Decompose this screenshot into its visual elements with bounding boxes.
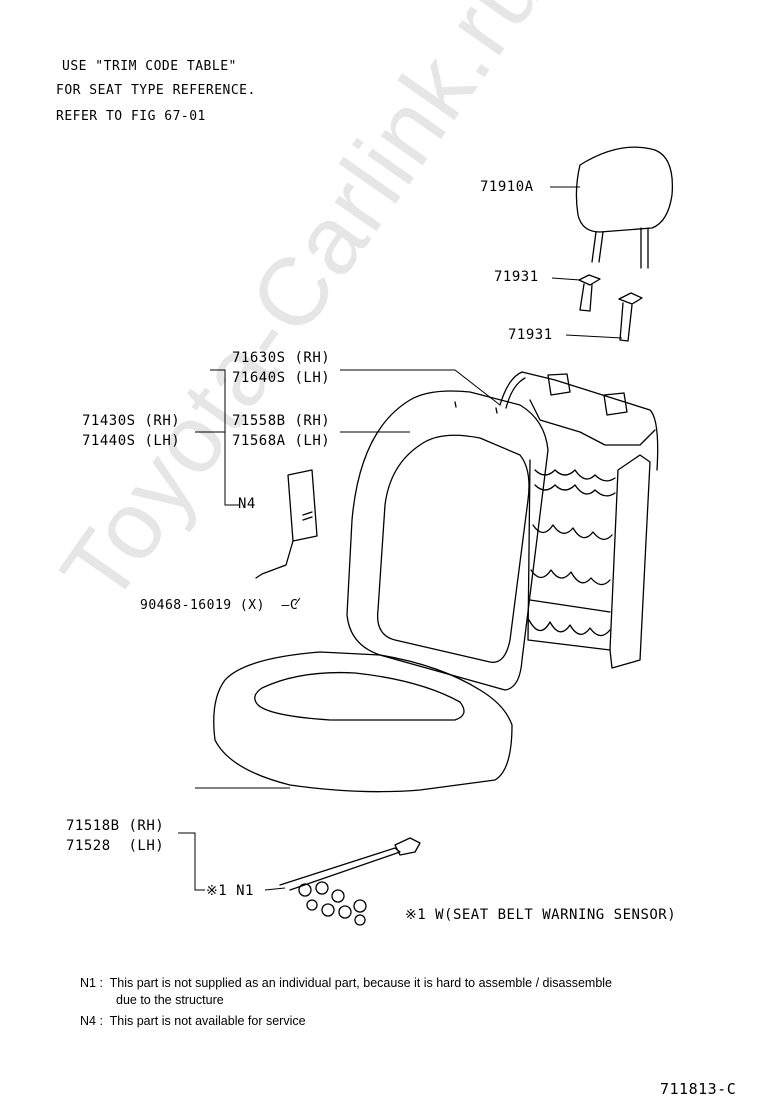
part-label-back-pad-lh: 71568A (LH)	[232, 433, 331, 449]
part-label-airbag: N4	[238, 496, 256, 512]
part-label-headrest: 71910A	[480, 179, 534, 195]
seat-cushion-drawing	[213, 651, 513, 793]
part-label-back-pad-rh: 71558B (RH)	[232, 413, 331, 429]
part-label-back-assembly-rh: 71430S (RH)	[82, 413, 181, 429]
part-label-bolt: 90468-16019 (X) —C	[140, 598, 299, 613]
part-label-back-cover-lh: 71640S (LH)	[232, 370, 331, 386]
footnote-n1-line2: due to the structure	[116, 993, 224, 1007]
part-label-cushion-lh: 71528 (LH)	[66, 838, 165, 854]
part-label-back-assembly-lh: 71440S (LH)	[82, 433, 181, 449]
header-note-1: USE "TRIM CODE TABLE"	[62, 59, 237, 74]
figure-code: 711813-C	[660, 1080, 737, 1098]
part-label-sensor: ※1 N1	[206, 883, 254, 899]
header-note-3: REFER TO FIG 67-01	[56, 109, 206, 124]
seat-frame-drawing	[499, 371, 659, 669]
header-note-2: FOR SEAT TYPE REFERENCE.	[56, 83, 256, 98]
footnote-n4: N4 : This part is not available for serv…	[80, 1014, 306, 1028]
headrest-drawing	[575, 146, 674, 269]
airbag-drawing	[255, 469, 318, 579]
sensor-drawing	[279, 837, 421, 926]
part-label-cushion-rh: 71518B (RH)	[66, 818, 165, 834]
part-label-back-cover-rh: 71630S (RH)	[232, 350, 331, 366]
footnote-n1-line1: N1 : This part is not supplied as an ind…	[80, 976, 612, 990]
leader-lines	[178, 186, 623, 891]
headrest-support-drawing	[578, 274, 643, 342]
part-label-headrest-support-lower: 71931	[508, 327, 553, 343]
part-label-headrest-support-upper: 71931	[494, 269, 539, 285]
sensor-note: ※1 W(SEAT BELT WARNING SENSOR)	[405, 907, 677, 923]
seat-back-drawing	[346, 390, 549, 691]
